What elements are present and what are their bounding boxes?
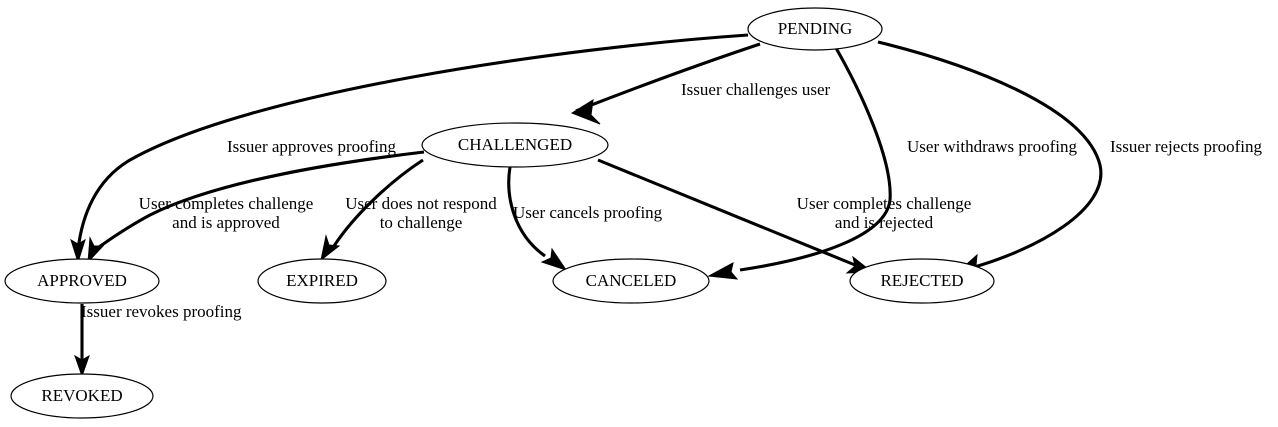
node-rejected-ellipse[interactable] (849, 258, 995, 304)
node-expired[interactable]: EXPIRED (257, 258, 387, 304)
edge-pending-challenged-path (575, 42, 761, 113)
edge-challenged-expired-path (332, 158, 424, 247)
edge-label-challenged-approved-line2: and is approved (172, 213, 280, 232)
node-pending-ellipse[interactable] (747, 7, 883, 51)
node-canceled-ellipse[interactable] (552, 258, 710, 304)
edge-label-pending-approved: Issuer approves proofing (227, 137, 397, 156)
node-canceled-label: CANCELED (586, 271, 677, 290)
edge-challenged-approved: User completes challenge and is approved (87, 150, 425, 264)
edge-pending-approved-arrowhead (70, 238, 86, 264)
edge-challenged-canceled: User cancels proofing (507, 166, 663, 271)
edge-label-challenged-expired-line1: User does not respond (345, 194, 497, 213)
edge-approved-revoked: Issuer revokes proofing (74, 302, 242, 378)
node-challenged-label: CHALLENGED (458, 135, 572, 154)
node-challenged-ellipse[interactable] (421, 122, 609, 168)
edge-label-challenged-expired-line2: to challenge (380, 213, 463, 232)
node-rejected[interactable]: REJECTED (849, 258, 995, 304)
node-revoked[interactable]: REVOKED (10, 373, 154, 419)
edge-pending-challenged-arrowhead (570, 99, 601, 125)
edge-label-challenged-rejected-line1: User completes challenge (797, 194, 972, 213)
edge-label-approved-revoked: Issuer revokes proofing (81, 302, 242, 321)
edge-label-pending-canceled: User withdraws proofing (907, 137, 1077, 156)
edge-label-challenged-rejected-line2: and is rejected (835, 213, 934, 232)
node-revoked-label: REVOKED (41, 386, 122, 405)
edge-challenged-rejected-path (597, 158, 856, 267)
node-expired-label: EXPIRED (286, 271, 358, 290)
node-pending-label: PENDING (778, 19, 853, 38)
edge-pending-approved-path (76, 33, 749, 251)
node-canceled[interactable]: CANCELED (552, 258, 710, 304)
edge-pending-canceled: User withdraws proofing (707, 47, 1077, 280)
edge-pending-rejected-path (877, 40, 1103, 270)
edge-approved-revoked-arrowhead (74, 354, 90, 378)
node-rejected-label: REJECTED (880, 271, 963, 290)
edge-challenged-expired-arrowhead (320, 234, 341, 262)
node-expired-ellipse[interactable] (257, 258, 387, 304)
node-approved[interactable]: APPROVED (4, 258, 160, 304)
edge-label-pending-rejected: Issuer rejects proofing (1110, 137, 1263, 156)
edge-challenged-arrowhead (87, 236, 105, 264)
node-pending[interactable]: PENDING (747, 7, 883, 51)
edge-challenged-canceled-arrowhead (540, 247, 568, 271)
node-revoked-ellipse[interactable] (10, 373, 154, 419)
node-approved-ellipse[interactable] (4, 258, 160, 304)
edge-challenged-approved-path (90, 150, 425, 254)
edge-label-challenged-approved-line1: User completes challenge (139, 194, 314, 213)
edge-label-pending-challenged: Issuer challenges user (681, 80, 831, 99)
node-approved-label: APPROVED (37, 271, 127, 290)
node-challenged[interactable]: CHALLENGED (421, 122, 609, 168)
edge-challenged-expired: User does not respond to challenge (320, 158, 497, 262)
edge-challenged-canceled-path (507, 166, 546, 258)
edge-pending-challenged: Issuer challenges user (570, 42, 831, 125)
edge-pending-canceled-arrowhead (707, 262, 739, 280)
edge-label-challenged-canceled: User cancels proofing (513, 203, 663, 222)
edge-pending-canceled-path (739, 47, 892, 272)
edge-pending-rejected: Issuer rejects proofing (877, 40, 1263, 273)
edge-pending-approved: Issuer approves proofing (70, 33, 749, 264)
